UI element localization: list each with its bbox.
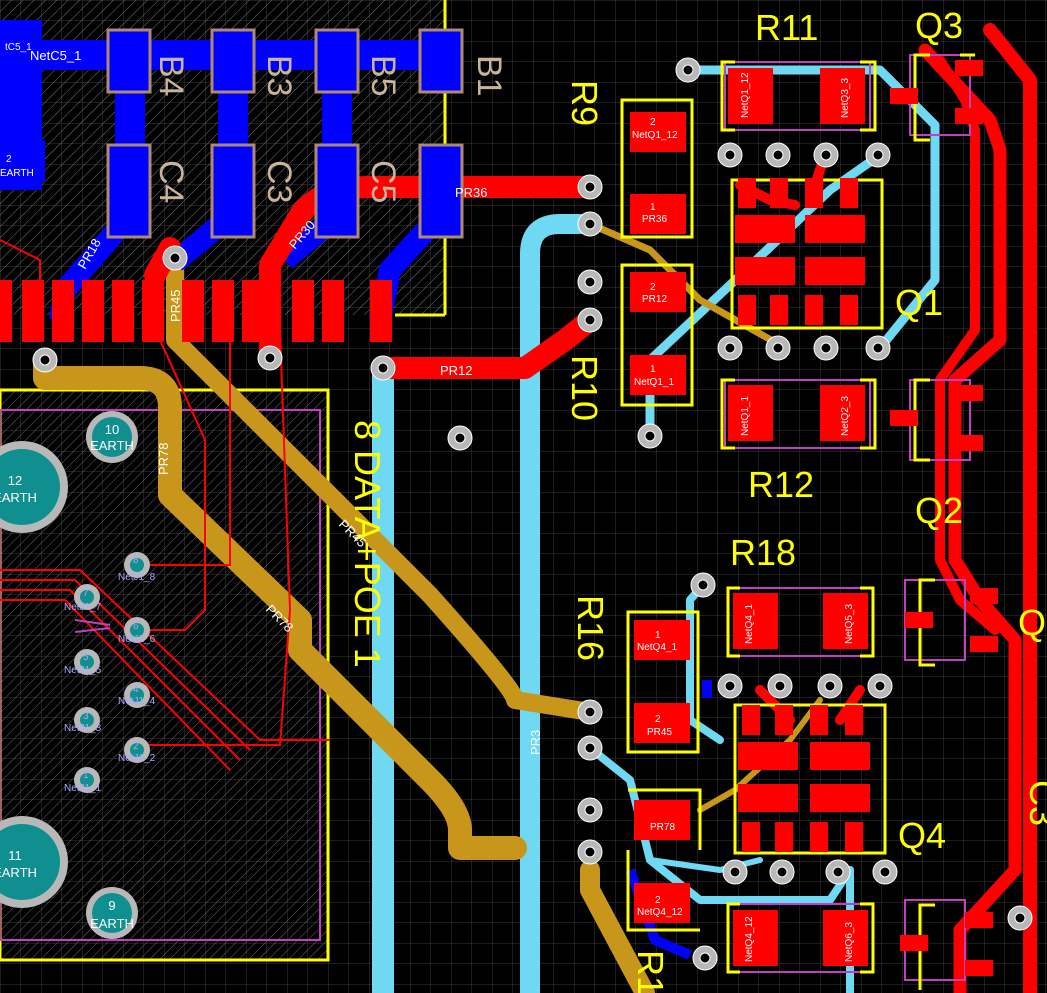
label-q2: Q2 <box>915 490 963 531</box>
svg-text:EARTH: EARTH <box>0 490 37 505</box>
label-r12: R12 <box>748 464 814 505</box>
svg-text:12: 12 <box>8 473 22 488</box>
svg-text:9: 9 <box>108 898 115 913</box>
svg-text:1: 1 <box>655 630 661 641</box>
label-b1: B1 <box>470 55 508 97</box>
svg-text:NetJ1_4: NetJ1_4 <box>118 696 156 707</box>
svg-text:3: 3 <box>83 711 89 722</box>
pad-netq4-12: NetQ4_12 <box>637 907 683 918</box>
pad-netq1-1: NetQ1_1 <box>634 377 674 388</box>
label-r18: R18 <box>730 532 796 573</box>
svg-text:NetJ1_5: NetJ1_5 <box>64 665 102 676</box>
edge-connector-pads <box>0 280 392 342</box>
pad-r11-netq3-3: NetQ3_3 <box>840 78 851 118</box>
pad-r11-netq1-12: NetQ1_12 <box>740 72 751 118</box>
svg-text:2: 2 <box>6 154 12 165</box>
svg-text:2: 2 <box>655 714 661 725</box>
svg-text:2: 2 <box>133 741 139 752</box>
svg-text:6: 6 <box>133 621 139 632</box>
net-pr36-trace: PR36 <box>455 185 488 200</box>
svg-text:2: 2 <box>655 895 661 906</box>
label-q3: Q3 <box>915 5 963 46</box>
bottom-designators: B4 B3 B5 B1 C4 C3 C5 <box>152 55 508 203</box>
svg-text:10: 10 <box>105 422 119 437</box>
rj45-pins <box>74 552 150 793</box>
label-q4: Q4 <box>898 815 946 856</box>
label-b3: B3 <box>260 55 298 97</box>
label-q5: Q5 <box>1018 602 1047 643</box>
svg-text:7: 7 <box>83 588 89 599</box>
pad-r17-netq6-3: NetQ6_3 <box>844 922 855 962</box>
pad-r12-netq2-3: NetQ2_3 <box>840 396 851 436</box>
svg-text:4: 4 <box>133 684 139 695</box>
net-tc5-1: tC5_1 <box>5 42 32 53</box>
net-netc5-1: NetC5_1 <box>30 48 81 63</box>
mounting-holes <box>0 411 138 939</box>
svg-text:NetJ1_1: NetJ1_1 <box>64 783 102 794</box>
pad-net-labels: 2 NetQ1_12 1 PR36 2 PR12 1 NetQ1_1 1 Net… <box>0 72 855 962</box>
connector-label: 8 DATA+POE 1 <box>347 420 388 668</box>
label-r9: R9 <box>564 80 605 126</box>
label-c3: C3 <box>260 160 298 203</box>
label-b5: B5 <box>364 55 402 97</box>
svg-text:2: 2 <box>650 282 656 293</box>
pad-pr78: PR78 <box>650 822 675 833</box>
label-r16: R16 <box>570 595 611 661</box>
pad-earth-cap: EARTH <box>0 168 34 179</box>
label-c4: C4 <box>152 160 190 203</box>
bottom-cap-pads <box>0 28 464 239</box>
label-r10: R10 <box>564 355 605 421</box>
pad-r17-netq4-12: NetQ4_12 <box>744 916 755 962</box>
label-c-right: C3 <box>1022 780 1047 826</box>
svg-text:1: 1 <box>650 364 656 375</box>
svg-text:8: 8 <box>133 555 139 566</box>
pad-r18-netq4-1: NetQ4_1 <box>744 604 755 644</box>
label-r11: R11 <box>755 7 818 48</box>
resistor-pads <box>630 68 868 966</box>
label-c5: C5 <box>364 160 402 203</box>
svg-text:EARTH: EARTH <box>90 438 134 453</box>
svg-text:2: 2 <box>650 117 656 128</box>
svg-text:NetJ1_3: NetJ1_3 <box>64 723 102 734</box>
svg-text:EARTH: EARTH <box>90 916 134 931</box>
jack-pin-labels: 8 NetJ1_8 7 NetJ1_7 6 NetJ1_6 5 NetJ1_5 … <box>64 555 156 794</box>
sot-pads <box>890 60 998 976</box>
mount-hole-labels: 10 EARTH 12 EARTH 11 EARTH 9 EARTH <box>0 422 134 931</box>
pad-pr36: PR36 <box>642 214 667 225</box>
svg-text:NetJ1_6: NetJ1_6 <box>118 634 156 645</box>
svg-text:5: 5 <box>83 652 89 663</box>
pad-r18-netq5-3: NetQ5_3 <box>844 604 855 644</box>
svg-text:1: 1 <box>650 202 656 213</box>
label-r1: R1 <box>630 950 671 993</box>
soic-pads <box>735 178 870 852</box>
net-pr12-trace: PR12 <box>440 363 473 378</box>
label-b4: B4 <box>152 55 190 97</box>
designators: R11 Q3 Q1 R12 Q2 R18 Q4 Q5 R9 R10 R16 C3… <box>347 5 1047 993</box>
pad-netq4-1: NetQ4_1 <box>637 642 677 653</box>
svg-text:11: 11 <box>8 848 22 863</box>
svg-text:EARTH: EARTH <box>0 865 37 880</box>
vias <box>32 57 1033 971</box>
svg-text:NetJ1_2: NetJ1_2 <box>118 753 156 764</box>
svg-text:1: 1 <box>83 770 89 781</box>
net-pr78-trace: PR78 <box>156 442 171 475</box>
net-pr3-trace: PR3 <box>528 730 543 755</box>
svg-text:NetJ1_8: NetJ1_8 <box>118 572 156 583</box>
label-q1: Q1 <box>895 282 943 323</box>
svg-text:NetJ1_7: NetJ1_7 <box>64 602 102 613</box>
pad-r12-netq1-1: NetQ1_1 <box>740 396 751 436</box>
pad-pr12: PR12 <box>642 294 667 305</box>
pad-pr45: PR45 <box>647 727 672 738</box>
net-pr45-trace: PR45 <box>168 289 183 322</box>
pad-netq1-12: NetQ1_12 <box>632 130 678 141</box>
